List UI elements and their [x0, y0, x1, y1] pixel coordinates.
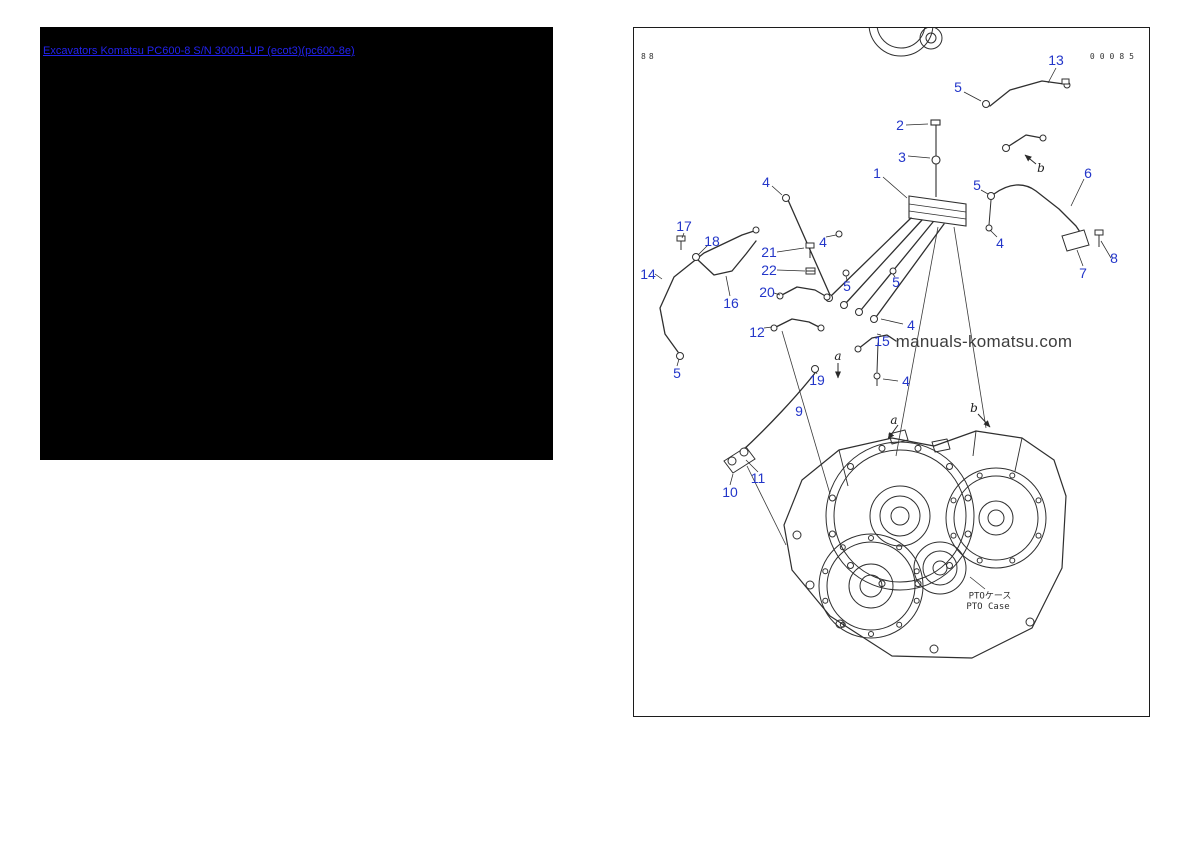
view-arrows — [835, 154, 1037, 440]
manifold-block — [908, 119, 967, 227]
pto-case-label-en: PTO Case — [966, 602, 1010, 612]
case-flanges — [792, 441, 1047, 654]
pipes — [659, 80, 1083, 453]
pto-case-body — [783, 429, 1067, 659]
leader-lines — [654, 67, 1112, 486]
pto-case-label-ja: PTOケース — [968, 591, 1012, 602]
figure-code: 00085 — [1089, 52, 1139, 61]
figure-sheet-number: 88 — [641, 52, 657, 61]
catalog-link[interactable]: Excavators Komatsu PC600-8 S/N 30001-UP … — [43, 45, 355, 57]
parts-drawing — [654, 28, 1112, 659]
parts-figure-panel: 88 00085 manuals-komatsu.com PTOケース PTO … — [633, 27, 1150, 717]
watermark: manuals-komatsu.com — [895, 332, 1073, 351]
top-clipped-component — [868, 28, 943, 57]
projection-lines — [746, 226, 987, 546]
thumbnail-panel: Excavators Komatsu PC600-8 S/N 30001-UP … — [40, 27, 553, 460]
fittings — [676, 78, 1104, 474]
